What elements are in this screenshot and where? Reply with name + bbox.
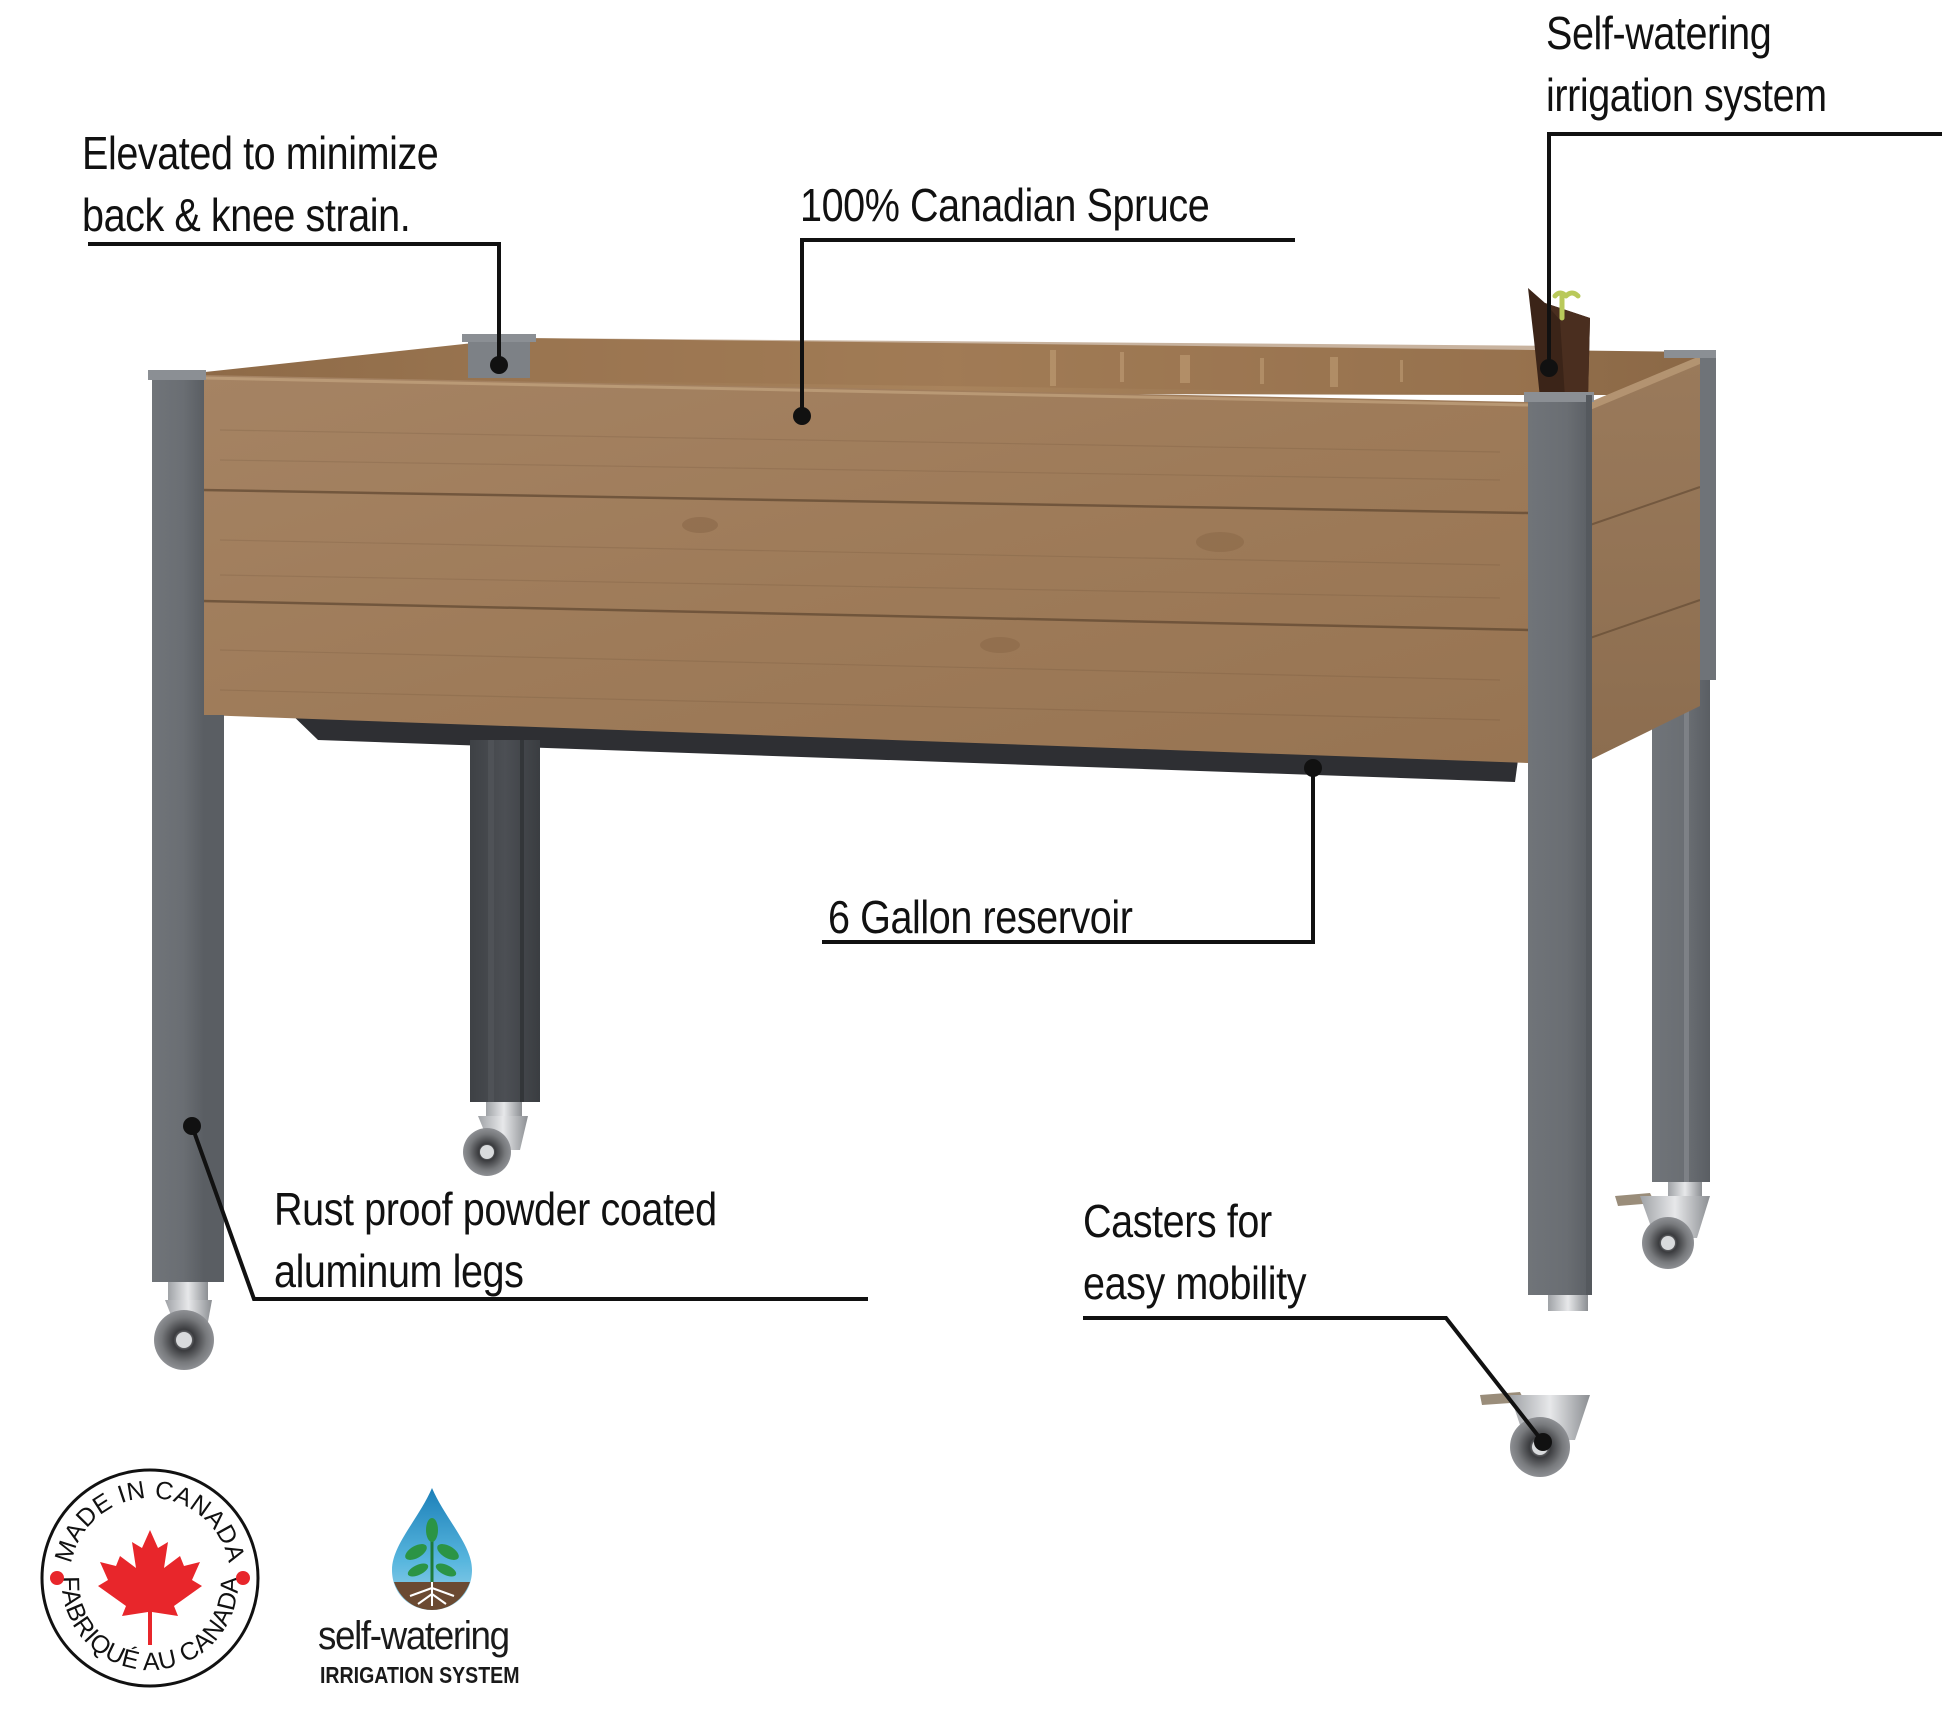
caster-back-right — [1615, 1182, 1710, 1269]
callout-lines — [88, 132, 1942, 1444]
leader-line-legs — [190, 1125, 868, 1301]
callout-legs: Rust proof powder coated aluminum legs — [274, 1178, 717, 1302]
callout-spruce-line-1: 100% Canadian Spruce — [800, 179, 1210, 231]
caster-back-left — [463, 1102, 528, 1176]
caster-front-right — [1480, 1295, 1590, 1477]
callout-casters-line-1: Casters for — [1083, 1195, 1272, 1247]
front-wood-panel — [203, 375, 1528, 763]
back-left-leg — [470, 740, 540, 1102]
callout-legs-line-2: aluminum legs — [274, 1245, 524, 1297]
leader-line-spruce — [800, 238, 1295, 416]
leader-line-elevated — [88, 242, 501, 364]
callout-spruce: 100% Canadian Spruce — [800, 174, 1210, 236]
callout-dot-casters — [1534, 1433, 1552, 1451]
callout-elevated: Elevated to minimize back & knee strain. — [82, 122, 439, 246]
callout-dot-legs — [183, 1117, 201, 1135]
callout-reservoir: 6 Gallon reservoir — [828, 886, 1133, 948]
sprout-icon — [405, 1518, 459, 1582]
leader-line-reservoir — [822, 766, 1315, 944]
side-wood-panel — [1590, 356, 1700, 760]
made-in-canada-badge: MADE IN CANADA FABRIQUÉ AU CANADA — [40, 1468, 260, 1688]
front-left-leg — [152, 372, 204, 1282]
callout-self-watering-line-1: Self-watering — [1546, 7, 1772, 59]
leader-line-self-watering — [1547, 132, 1942, 364]
callout-dot-reservoir — [1304, 759, 1322, 777]
self-watering-badge — [392, 1488, 472, 1610]
callout-dot-elevated — [490, 356, 508, 374]
callout-self-watering: Self-watering irrigation system — [1546, 2, 1827, 126]
callout-self-watering-line-2: irrigation system — [1546, 69, 1827, 121]
front-right-leg — [1528, 395, 1592, 1295]
callout-legs-line-1: Rust proof powder coated — [274, 1183, 717, 1235]
caster-front-left — [154, 1282, 214, 1370]
callout-casters-line-2: easy mobility — [1083, 1257, 1307, 1309]
callout-dot-spruce — [793, 407, 811, 425]
callout-dots — [183, 356, 1558, 1451]
callout-elevated-line-1: Elevated to minimize — [82, 127, 439, 179]
back-right-leg — [1652, 670, 1710, 1182]
callout-elevated-line-2: back & knee strain. — [82, 189, 411, 241]
callout-reservoir-line-1: 6 Gallon reservoir — [828, 891, 1133, 943]
maple-leaf-icon — [98, 1530, 202, 1645]
self-watering-logo-subtitle: IRRIGATION SYSTEM — [320, 1662, 520, 1688]
leader-line-casters — [1083, 1316, 1545, 1444]
callout-dot-self-watering — [1540, 359, 1558, 377]
self-watering-logo-title: self-watering — [318, 1614, 510, 1658]
callout-casters: Casters for easy mobility — [1083, 1190, 1306, 1314]
